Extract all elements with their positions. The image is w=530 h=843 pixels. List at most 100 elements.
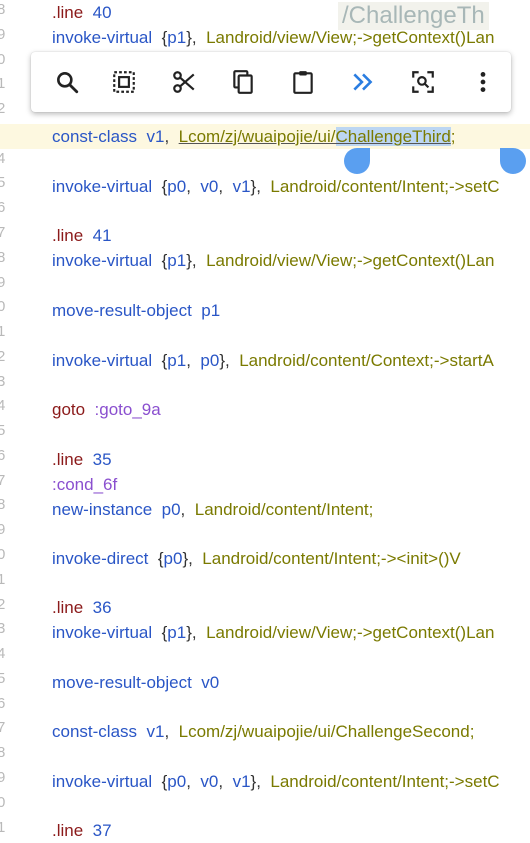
line-value: 41 xyxy=(92,226,112,245)
code-line[interactable]: new-instance p0, Landroid/content/Intent… xyxy=(52,500,374,519)
find-button[interactable] xyxy=(403,62,443,102)
line-number: 5 xyxy=(0,174,6,192)
type-ref: Landroid/content/Context;->startA xyxy=(239,351,494,370)
line-number: 6 xyxy=(0,694,6,712)
line-number: 3 xyxy=(0,620,6,638)
line-number: 0 xyxy=(0,793,6,811)
expand-more-icon xyxy=(353,73,373,91)
overflow-menu-button[interactable] xyxy=(463,62,503,102)
find-icon xyxy=(412,71,434,93)
code-line[interactable]: const-class v1, Lcom/zj/wuaipojie/ui/Cha… xyxy=(52,722,475,741)
select-all-icon xyxy=(113,71,135,93)
line-number: 8 xyxy=(0,496,6,514)
line-number: 7 xyxy=(0,471,6,489)
line-number: 1 xyxy=(0,570,6,588)
register: v1 xyxy=(146,127,165,146)
code-line[interactable]: invoke-virtual {p0, v0, v1}, Landroid/co… xyxy=(52,772,500,791)
opcode: invoke-virtual xyxy=(52,351,153,370)
line-number: 9 xyxy=(0,25,6,43)
register: v1 xyxy=(146,722,165,741)
line-number: 6 xyxy=(0,199,6,217)
line-number: 6 xyxy=(0,446,6,464)
text-selection-toolbar xyxy=(31,52,511,112)
line-number: 0 xyxy=(0,546,6,564)
selection-handle-end[interactable] xyxy=(500,148,526,174)
line-number: 2 xyxy=(0,347,6,365)
register: p1 xyxy=(167,251,187,270)
line-number: 4 xyxy=(0,397,6,415)
directive: .line xyxy=(52,598,84,617)
line-number: 7 xyxy=(0,223,6,241)
line-value: 40 xyxy=(92,3,112,22)
opcode: move-result-object xyxy=(52,673,192,692)
code-line[interactable]: invoke-virtual {p1, p0}, Landroid/conten… xyxy=(52,351,494,370)
line-number: 8 xyxy=(0,744,6,762)
code-line[interactable]: invoke-virtual {p1}, Landroid/view/View;… xyxy=(52,623,495,642)
line-number: 7 xyxy=(0,719,6,737)
line-number: 0 xyxy=(0,298,6,316)
opcode: const-class xyxy=(52,127,138,146)
register: p0 xyxy=(163,549,183,568)
code-line[interactable]: .line 40 xyxy=(0,0,530,25)
code-line[interactable]: invoke-virtual {p1}, Landroid/view/View;… xyxy=(52,28,495,47)
register: p1 xyxy=(167,623,187,642)
code-line[interactable]: .line 36 xyxy=(0,595,530,620)
code-line[interactable]: invoke-virtual {p1}, Landroid/view/View;… xyxy=(52,251,495,270)
line-number: 8 xyxy=(0,1,6,18)
opcode: invoke-virtual xyxy=(52,177,153,196)
line-number: 1 xyxy=(0,323,6,341)
select-all-button[interactable] xyxy=(104,62,144,102)
type-ref: Landroid/content/Intent;->setC xyxy=(270,772,500,791)
search-button[interactable] xyxy=(47,62,87,102)
selection-magnifier: /ChallengeTh xyxy=(338,2,489,30)
opcode: invoke-virtual xyxy=(52,28,153,47)
register: p0 xyxy=(161,500,181,519)
code-line[interactable]: .line 41 xyxy=(0,223,530,248)
code-line[interactable]: invoke-direct {p0}, Landroid/content/Int… xyxy=(52,549,461,568)
type-ref: Landroid/view/View;->getContext()Lan xyxy=(206,28,495,47)
register: v0 xyxy=(200,177,219,196)
register: p1 xyxy=(167,351,187,370)
type-ref: Landroid/view/View;->getContext()Lan xyxy=(206,623,495,642)
directive: .line xyxy=(52,450,84,469)
line-value: 35 xyxy=(92,450,112,469)
line-value: 36 xyxy=(92,598,112,617)
paste-icon xyxy=(293,71,313,94)
code-line[interactable]: goto :goto_9a xyxy=(0,397,530,422)
register: p1 xyxy=(201,301,221,320)
selection-handle-start[interactable] xyxy=(344,148,370,174)
type-ref: Landroid/content/Intent;->setC xyxy=(270,177,500,196)
code-line-selected[interactable]: const-class v1, Lcom/zj/wuaipojie/ui/Cha… xyxy=(0,124,530,149)
register: v1 xyxy=(232,772,251,791)
line-number: 4 xyxy=(0,149,6,167)
cut-icon xyxy=(173,71,195,93)
paste-button[interactable] xyxy=(283,62,323,102)
code-line[interactable]: .line 35 xyxy=(0,447,530,472)
directive: .line xyxy=(52,226,84,245)
type-ref: Landroid/view/View;->getContext()Lan xyxy=(206,251,495,270)
search-icon xyxy=(57,72,79,94)
code-line[interactable]: :cond_6f xyxy=(0,472,530,497)
type-ref: Lcom/zj/wuaipojie/ui/ChallengeThird; xyxy=(178,127,456,146)
copy-button[interactable] xyxy=(223,62,263,102)
register: p0 xyxy=(167,177,187,196)
line-number: 3 xyxy=(0,372,6,390)
selected-text[interactable]: ChallengeThird xyxy=(335,127,451,146)
line-number: 9 xyxy=(0,521,6,539)
type-ref: Landroid/content/Intent;-><init>()V xyxy=(202,549,461,568)
line-number: 4 xyxy=(0,645,6,663)
register: v0 xyxy=(201,673,220,692)
line-number: 2 xyxy=(0,595,6,613)
opcode: new-instance xyxy=(52,500,153,519)
code-line[interactable]: .line 37 xyxy=(0,818,530,843)
code-line[interactable]: move-result-object v0 xyxy=(0,670,530,695)
code-line[interactable]: move-result-object p1 xyxy=(0,298,530,323)
opcode: move-result-object xyxy=(52,301,192,320)
more-options-button[interactable] xyxy=(343,62,383,102)
copy-icon xyxy=(233,70,253,94)
line-number: 5 xyxy=(0,422,6,440)
code-line[interactable]: invoke-virtual {p0, v0, v1}, Landroid/co… xyxy=(52,177,500,196)
more-vert-icon xyxy=(480,72,486,92)
cut-button[interactable] xyxy=(164,62,204,102)
directive: .line xyxy=(52,821,84,840)
